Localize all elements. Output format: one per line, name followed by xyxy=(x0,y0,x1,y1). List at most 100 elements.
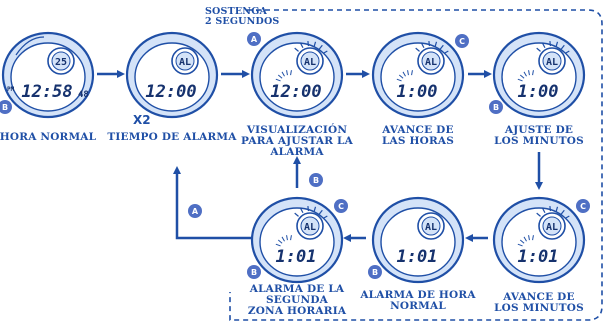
flash-ray xyxy=(415,47,420,52)
watch-label: ZONA HORARIA xyxy=(248,305,347,317)
flash-ray xyxy=(532,70,534,76)
flash-ray xyxy=(528,235,530,241)
watch-label: VISUALIZACIÓN xyxy=(246,122,348,136)
flash-ray xyxy=(307,41,310,47)
subdial-inner xyxy=(175,51,195,71)
flash-ray xyxy=(277,239,283,244)
flash-ray xyxy=(517,78,523,82)
button-b-icon: B xyxy=(368,265,382,279)
subdial-inner xyxy=(51,51,71,71)
subdial-text: AL xyxy=(546,222,558,233)
watch-w1: 25 12:58 48 PM B HORA NORMAL xyxy=(0,31,97,143)
flash-ray xyxy=(300,208,304,214)
button-a-icon: A xyxy=(247,32,261,46)
time-digits: 1:01 xyxy=(397,247,438,267)
watch-label: LOS MINUTOS xyxy=(494,302,584,314)
watch-label: AVANCE DE xyxy=(502,291,574,303)
flash-ray xyxy=(318,209,323,215)
watch-label: AVANCE DE xyxy=(381,124,453,136)
flash-ray xyxy=(396,78,402,82)
flash-ray xyxy=(286,235,288,241)
button-c-icon: C xyxy=(334,199,348,213)
flash-ray xyxy=(322,50,328,55)
flash-ray xyxy=(549,206,552,212)
subdial-inner xyxy=(300,216,320,236)
time-digits: 12:58 xyxy=(21,82,72,102)
svg-text:C: C xyxy=(459,37,465,46)
flash-ray xyxy=(519,74,525,79)
arrow-w8-w2 xyxy=(173,166,253,240)
svg-text:C: C xyxy=(580,202,586,211)
time-digits: 1:00 xyxy=(397,82,438,102)
flash-ray xyxy=(322,215,328,220)
flash-ray xyxy=(519,239,525,244)
watch-label: LOS MINUTOS xyxy=(494,135,584,147)
watch-label: ALARMA xyxy=(269,146,324,158)
subdial-inner xyxy=(542,216,562,236)
watch-label: SEGUNDA xyxy=(266,294,329,306)
flash-ray xyxy=(439,44,444,50)
watch-label: HORA NORMAL xyxy=(0,131,97,143)
watch-label: ALARMA DE LA xyxy=(249,283,345,295)
flash-ray xyxy=(318,44,323,50)
watch-label: NORMAL xyxy=(390,300,446,312)
subdial-inner xyxy=(421,216,441,236)
svg-text:B: B xyxy=(251,268,257,277)
seconds-digits: 48 xyxy=(78,90,89,100)
flow-arrows xyxy=(97,70,543,242)
subdial-text: AL xyxy=(304,222,316,233)
watch-label: AJUSTE DE xyxy=(504,124,573,136)
flash-ray xyxy=(275,78,281,82)
flash-ray xyxy=(560,44,565,50)
subdial-text: AL xyxy=(304,57,316,68)
flash-ray xyxy=(443,50,449,55)
flash-ray xyxy=(290,70,292,76)
subdial-inner xyxy=(300,51,320,71)
flash-ray xyxy=(402,71,406,77)
watch-label: ALARMA DE HORA xyxy=(359,289,476,301)
button-c-icon: C xyxy=(455,34,469,48)
flash-ray xyxy=(536,212,541,217)
hold-note-line-1: SOSTENGA xyxy=(205,6,268,17)
time-digits: 12:00 xyxy=(270,82,321,102)
svg-text:B: B xyxy=(313,176,319,185)
case-highlight xyxy=(15,36,45,56)
svg-text:C: C xyxy=(338,202,344,211)
svg-text:B: B xyxy=(2,103,8,112)
flash-ray xyxy=(542,43,546,49)
watch-label: LAS HORAS xyxy=(382,135,454,147)
button-b-icon: B xyxy=(0,100,12,114)
flash-ray xyxy=(407,70,409,76)
flash-ray xyxy=(549,41,552,47)
button-b-icon: B xyxy=(247,265,261,279)
flash-ray xyxy=(275,243,281,247)
subdial-text: AL xyxy=(179,57,191,68)
flash-ray xyxy=(307,206,310,212)
button-b-icon: B xyxy=(489,100,503,114)
flash-ray xyxy=(286,70,288,76)
watch-label: TIEMPO DE ALARMA xyxy=(107,131,237,143)
x2-multiplier: X2 xyxy=(133,113,151,127)
time-digits: 12:00 xyxy=(145,82,196,102)
flash-ray xyxy=(528,70,530,76)
pm-indicator: PM xyxy=(7,86,15,93)
time-digits: 1:01 xyxy=(518,247,559,267)
flash-ray xyxy=(555,206,559,212)
arrow-button-b: B xyxy=(309,173,323,187)
svg-text:B: B xyxy=(493,103,499,112)
flash-ray xyxy=(536,47,541,52)
flash-ray xyxy=(555,41,559,47)
svg-text:A: A xyxy=(192,207,199,216)
flash-ray xyxy=(523,236,527,242)
flash-ray xyxy=(313,206,317,212)
flash-ray xyxy=(564,50,570,55)
flash-ray xyxy=(517,243,523,247)
flash-ray xyxy=(290,235,292,241)
subdial-text: 25 xyxy=(55,57,67,68)
flash-ray xyxy=(428,41,431,47)
svg-text:B: B xyxy=(372,268,378,277)
